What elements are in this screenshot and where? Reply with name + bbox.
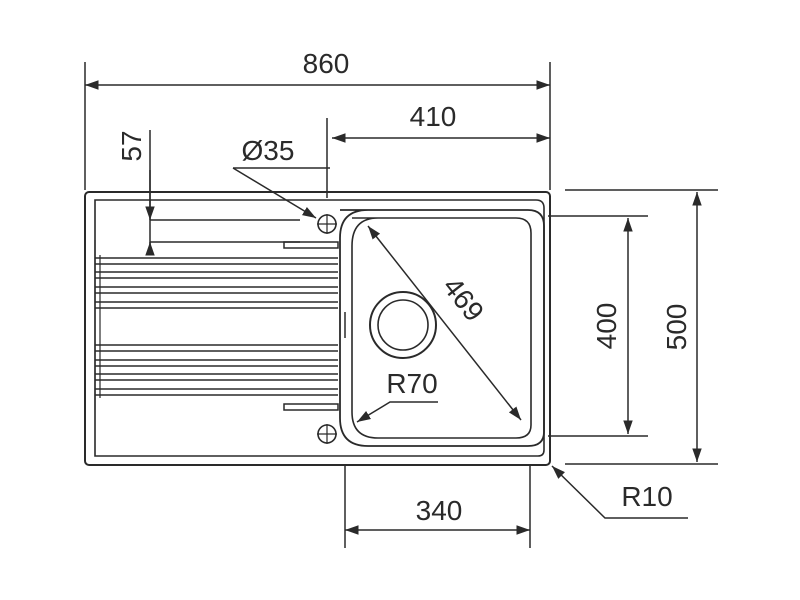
- extension-lines: [84, 62, 718, 548]
- overflow-slot-top: [283, 241, 339, 249]
- drain-inner-ring: [377, 299, 429, 351]
- leader-outer-radius: [551, 465, 688, 519]
- tap-hole-bottom: [317, 424, 337, 444]
- overflow-slot-bottom: [283, 403, 339, 411]
- tap-hole-top: [317, 214, 337, 234]
- label-bowl-depth: 400: [591, 303, 622, 350]
- label-tap-offset: 57: [116, 130, 147, 161]
- label-bowl-to-right: 410: [410, 101, 457, 132]
- label-bowl-width: 340: [416, 495, 463, 526]
- label-overall-depth: 500: [661, 304, 692, 351]
- label-bowl-diagonal: 469: [437, 271, 490, 327]
- drainer-ribs: [94, 240, 338, 410]
- bowl-inner-outline: [351, 217, 532, 439]
- leader-bowl-radius: [356, 401, 438, 423]
- drain-outer-ring: [369, 291, 437, 359]
- leader-tap-hole: [232, 167, 317, 219]
- bowl-outer-outline: [339, 209, 545, 447]
- dim-line-bowl-diagonal: [367, 225, 522, 421]
- label-tap-hole-diameter: Ø35: [242, 135, 295, 166]
- sink-outer-outline: [84, 191, 551, 466]
- label-outer-radius: R10: [621, 481, 672, 512]
- label-bowl-radius: R70: [386, 368, 437, 399]
- label-overall-width: 860: [303, 48, 350, 79]
- sink-inner-rim: [94, 199, 545, 457]
